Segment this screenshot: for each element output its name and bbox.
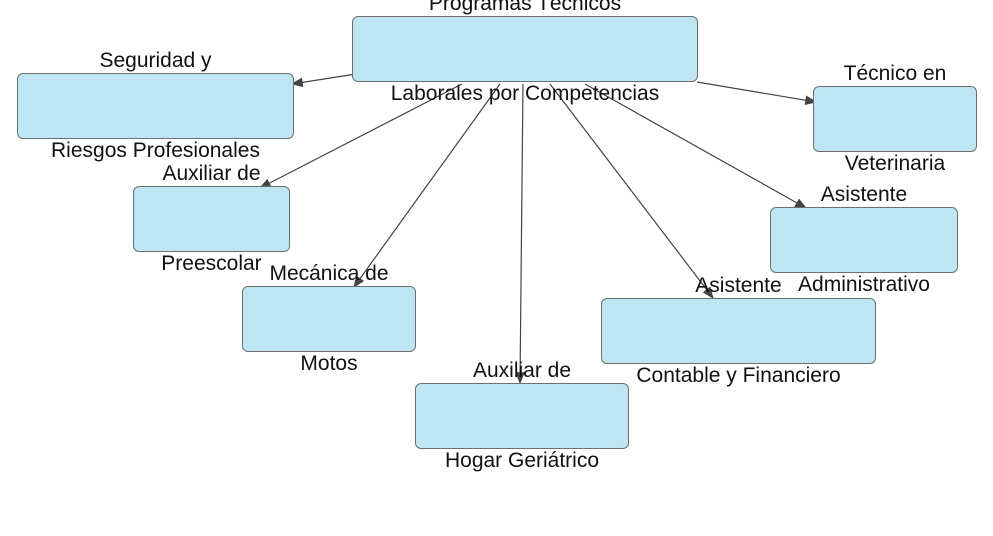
- concept-map: Programas Técnicos Laborales por Compete…: [17, 0, 977, 472]
- connector-motos: [353, 83, 501, 288]
- node-motos: Mecánica de Motos: [242, 262, 416, 375]
- connector-contable: [549, 83, 714, 299]
- node-veterinaria: Técnico en Veterinaria: [813, 62, 977, 175]
- node-preescolar: Auxiliar de Preescolar: [133, 162, 290, 275]
- connector-seguridad: [290, 73, 357, 88]
- root-node: Programas Técnicos Laborales por Compete…: [352, 0, 698, 105]
- connector-layer: [258, 73, 818, 385]
- node-contable-line2: Contable y Financiero: [636, 364, 841, 387]
- node-veterinaria-line1: Técnico en: [843, 62, 947, 85]
- node-geriatrico: Auxiliar de Hogar Geriátrico: [415, 359, 629, 472]
- connector-administrativo: [584, 83, 808, 209]
- node-geriatrico-line1: Auxiliar de: [472, 359, 572, 382]
- connector-geriatrico: [515, 83, 525, 385]
- root-node-line1: Programas Técnicos: [428, 0, 622, 15]
- node-preescolar-line2: Preescolar: [161, 252, 262, 275]
- node-geriatrico-line2: Hogar Geriátrico: [444, 449, 600, 472]
- node-seguridad: Seguridad y Riesgos Profesionales: [17, 49, 294, 162]
- node-seguridad-line1: Seguridad y: [99, 49, 212, 72]
- node-administrativo: Asistente Administrativo: [770, 183, 958, 296]
- connector-veterinaria: [696, 81, 818, 105]
- node-preescolar-line1: Auxiliar de: [162, 162, 261, 185]
- node-administrativo-line2: Administrativo: [798, 273, 930, 296]
- node-contable-line1: Asistente: [695, 274, 782, 297]
- connector-preescolar: [258, 83, 463, 189]
- node-motos-line2: Motos: [300, 352, 358, 375]
- root-node-line2: Laborales por Competencias: [390, 82, 660, 105]
- node-veterinaria-line2: Veterinaria: [844, 152, 946, 175]
- node-administrativo-line1: Asistente: [820, 183, 908, 206]
- node-contable: Asistente Contable y Financiero: [601, 274, 876, 387]
- node-motos-line1: Mecánica de: [269, 262, 389, 285]
- node-seguridad-line2: Riesgos Profesionales: [51, 139, 260, 162]
